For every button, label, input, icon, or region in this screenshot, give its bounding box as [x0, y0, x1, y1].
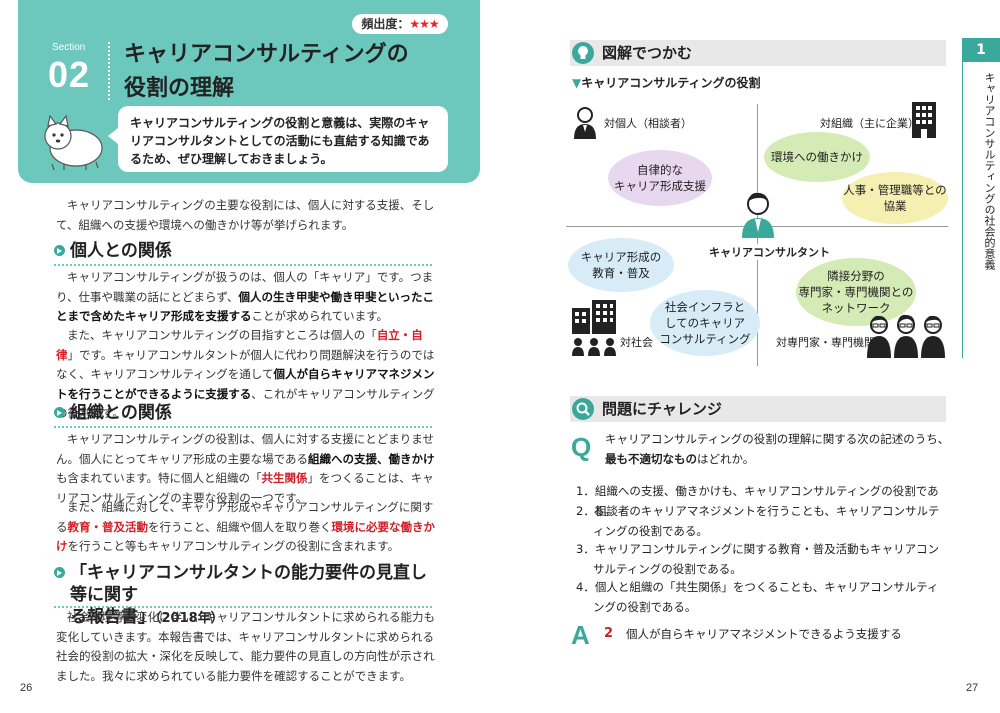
side-tab-text: キャリアコンサルティングの社会的意義 — [983, 72, 996, 270]
section-title-line2: 役割の理解 — [124, 76, 235, 101]
section-header: 頻出度：★★★ Section 02 キャリアコンサルティングの 役割の理解 キ… — [18, 0, 480, 183]
society-icon — [572, 300, 616, 356]
paragraph-individual-2: また、キャリアコンサルティングの目指すところは個人の「自立・自律」です。キャリア… — [56, 328, 435, 420]
label-organization: 対組織（主に企業） — [820, 117, 919, 130]
heading-organization: 組織との関係 — [54, 402, 432, 428]
option-2: 2．相談者のキャリアマネジメントを行うことも、キャリアコンサルティングの役割であ… — [576, 504, 940, 538]
blob-infra: 社会インフラと してのキャリア コンサルティング — [650, 290, 760, 356]
page-number-right: 27 — [966, 682, 979, 694]
question-text: キャリアコンサルティングの役割の理解に関する次の記述のうち、最も不適切なものはど… — [605, 432, 950, 466]
option-4: 4．個人と組織の「共生関係」をつくることも、キャリアコンサルティングの役割である… — [576, 580, 939, 614]
heading-report-line2: る報告書」（2018年） — [70, 607, 224, 627]
section-title-line1: キャリアコンサルティングの — [124, 42, 409, 67]
bar-challenge-label: 問題にチャレンジ — [602, 400, 722, 418]
label-expert: 対専門家・専門機関 — [776, 336, 875, 349]
blob-hr: 人事・管理職等との 協業 — [842, 172, 948, 224]
blob-autonomy: 自律的な キャリア形成支援 — [608, 150, 712, 206]
blob-network: 隣接分野の 専門家・専門機関との ネットワーク — [796, 258, 916, 326]
dog-illustration — [44, 114, 103, 171]
magnifier-icon — [572, 398, 594, 420]
side-tab-number: 1 — [962, 38, 1000, 62]
diagram-title: ▼キャリアコンサルティングの役割 — [572, 76, 761, 90]
frequency-badge: 頻出度：★★★ — [352, 14, 448, 34]
section-title: キャリアコンサルティングの 役割の理解 — [124, 38, 409, 106]
label-individual: 対個人（相談者） — [604, 117, 692, 130]
paragraph-organization-1: キャリアコンサルティングの役割は、個人に対する支援にとどまりません。個人にとって… — [56, 432, 435, 505]
blob-environment: 環境への働きかけ — [764, 132, 870, 182]
paragraph-organization-2: また、組織に対して、キャリア形成やキャリアコンサルティングに関する教育・普及活動… — [56, 500, 436, 553]
section-label: Section — [52, 42, 86, 53]
lightbulb-icon — [572, 42, 594, 64]
person-icon — [574, 107, 596, 139]
intro-paragraph: キャリアコンサルティングの主要な役割には、個人に対する支援、そして、組織への支援… — [56, 198, 435, 232]
paragraph-report: 社会環境等の変化に伴い、キャリアコンサルタントに求められる能力も変化していきます… — [56, 610, 435, 683]
option-1: 1．組織への支援、働きかけも、キャリアコンサルティングの役割である。 — [576, 484, 939, 518]
intro-bubble: キャリアコンサルティングの役割と意義は、実際のキャリアコンサルタントとしての活動… — [108, 106, 448, 172]
heading-report: 「キャリアコンサルタントの能力要件の見直し等に関す る報告書」（2018年） — [54, 562, 432, 627]
paragraph-individual-1: キャリアコンサルティングが扱うのは、個人の「キャリア」です。つまり、仕事や職業の… — [56, 270, 435, 323]
answer-mark: A — [571, 620, 590, 650]
heading-individual: 個人との関係 — [54, 240, 432, 266]
frequency-stars: ★★★ — [409, 17, 439, 31]
bar-diagram: 図解でつかむ — [570, 40, 946, 66]
option-3: 3．キャリアコンサルティングに関する教育・普及活動もキャリアコンサルティングの役… — [576, 542, 940, 576]
side-tab-line — [962, 38, 963, 358]
page-number-left: 26 — [20, 682, 33, 694]
section-number: 02 — [48, 54, 91, 95]
label-society: 対社会 — [620, 336, 653, 349]
bar-challenge: 問題にチャレンジ — [570, 396, 946, 422]
center-label: キャリアコンサルタント — [707, 244, 832, 260]
experts-icon — [867, 314, 945, 358]
blob-education: キャリア形成の 教育・普及 — [568, 238, 674, 292]
answer-text: 個人が自らキャリアマネジメントできるよう支援する — [626, 627, 902, 641]
answer-number: 2 — [604, 626, 614, 641]
frequency-label: 頻出度： — [361, 17, 410, 31]
building-icon — [912, 102, 936, 138]
question-mark: Q — [571, 432, 592, 462]
bar-diagram-label: 図解でつかむ — [602, 44, 693, 62]
heading-report-line1: 「キャリアコンサルタントの能力要件の見直し等に関す — [70, 563, 427, 605]
section-divider — [108, 42, 110, 100]
consultant-icon — [742, 192, 774, 238]
